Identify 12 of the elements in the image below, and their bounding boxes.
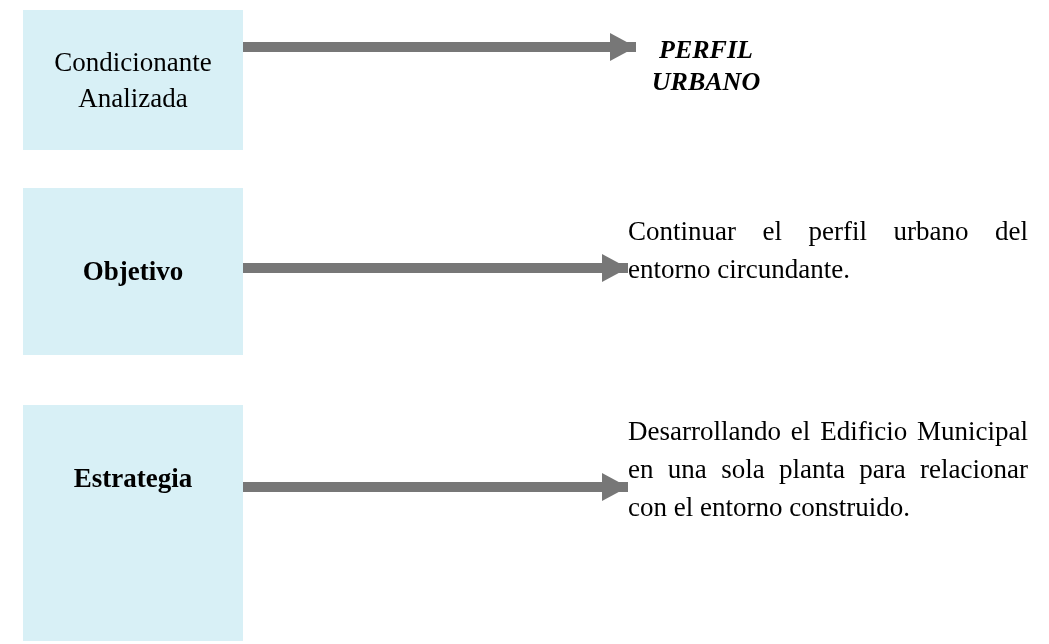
label-box [23, 10, 243, 150]
description-text: Continuar el perfil urbano del entorno circundante. [628, 215, 1028, 286]
block-arrow [243, 473, 628, 501]
box-label: Objetivo [82, 255, 184, 289]
description-text: PERFIL URBANO [650, 34, 762, 98]
block-arrow [243, 33, 636, 61]
description-text: Desarrollando el Edificio Municipal en una sola planta para relacionar con el entorno construido. [628, 415, 1028, 524]
box-label: Estrategia [73, 461, 193, 495]
label-box [23, 188, 243, 355]
label-box [23, 405, 243, 641]
block-arrow [243, 254, 628, 282]
box-label: Condicionante Analizada [53, 46, 213, 115]
